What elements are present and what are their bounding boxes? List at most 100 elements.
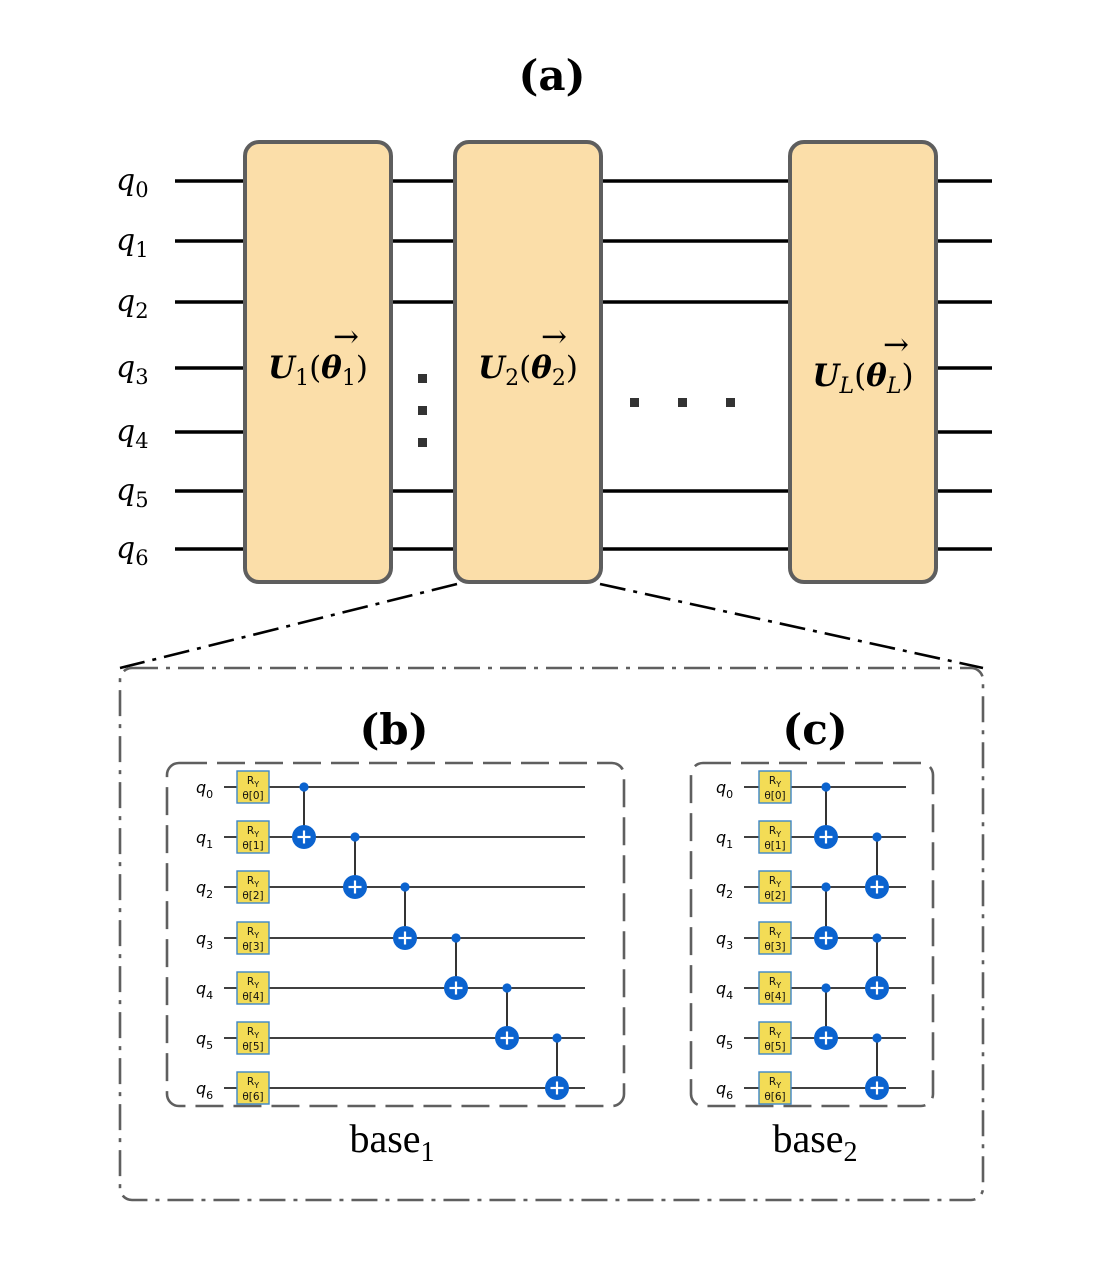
- ry-gate-box: [236, 921, 270, 955]
- ry-gate-param: θ[6]: [764, 1091, 785, 1103]
- unitary-block-L-label: UL(θL): [812, 358, 913, 399]
- ry-gate-name: RY: [247, 1026, 259, 1040]
- panel-c-circuit: q0RYθ[0]q1RYθ[1]q2RYθ[2]q3RYθ[3]q4RYθ[4]…: [716, 770, 906, 1105]
- ry-gate-box: [758, 971, 792, 1005]
- ry-gate-box: [758, 921, 792, 955]
- small-qubit-label-1: q1: [716, 828, 733, 851]
- unitary-block-2: U2(θ2) →: [453, 140, 603, 584]
- cnot-gate-3: [444, 933, 468, 1000]
- vector-arrow-icon: →: [541, 319, 567, 355]
- vector-arrow-icon: →: [883, 327, 909, 363]
- small-qubit-label-3: q3: [196, 929, 213, 952]
- small-qubit-label-3: q3: [716, 929, 733, 952]
- ry-gate-name: RY: [769, 875, 781, 889]
- ry-gate-name: RY: [247, 775, 259, 789]
- cnot-gate-5: [545, 1033, 569, 1100]
- cnot-gate-5: [865, 1033, 889, 1100]
- panel-b-caption: base1: [349, 1116, 434, 1168]
- ry-gate-5: RYθ[5]: [758, 1021, 792, 1055]
- cnot-gate-4: [495, 983, 519, 1050]
- panel-c-frame: [689, 761, 935, 1108]
- small-qubit-label-1: q1: [196, 828, 213, 851]
- cnot-gate-3: [865, 832, 889, 899]
- qubit-label-3: q3: [116, 350, 149, 389]
- ry-gate-name: RY: [769, 926, 781, 940]
- panel-b-title: (b): [359, 705, 428, 754]
- ry-gate-2: RYθ[2]: [236, 870, 270, 904]
- cnot-control-dot: [502, 983, 512, 993]
- ry-gate-param: θ[4]: [242, 991, 263, 1003]
- ry-gate-param: θ[5]: [242, 1041, 263, 1053]
- unitary-block-1: U1(θ1) →: [243, 140, 393, 584]
- qubit-label-4: q4: [116, 414, 149, 453]
- cnot-gate-1: [343, 832, 367, 899]
- ry-gate-6: RYθ[6]: [758, 1071, 792, 1105]
- small-qubit-label-5: q5: [716, 1029, 733, 1052]
- cnot-gate-4: [865, 933, 889, 1000]
- cnot-gate-1: [814, 882, 838, 950]
- vertical-ellipsis: [418, 374, 427, 447]
- small-qubit-label-4: q4: [716, 979, 733, 1002]
- panel-a-title: (a): [519, 51, 586, 100]
- ry-gate-3: RYθ[3]: [236, 921, 270, 955]
- ry-gate-box: [236, 870, 270, 904]
- ry-gate-4: RYθ[4]: [236, 971, 270, 1005]
- small-qubit-label-5: q5: [196, 1029, 213, 1052]
- qubit-label-0: q0: [116, 163, 149, 202]
- cnot-control-dot: [299, 782, 309, 792]
- ry-gate-name: RY: [247, 875, 259, 889]
- qubit-label-2: q2: [116, 284, 149, 323]
- ry-gate-param: θ[5]: [764, 1041, 785, 1053]
- ry-gate-param: θ[6]: [242, 1091, 263, 1103]
- cnot-gate-0: [292, 782, 316, 849]
- ry-gate-box: [236, 1021, 270, 1055]
- cnot-control-dot: [821, 782, 831, 792]
- horizontal-ellipsis: [630, 398, 735, 407]
- cnot-control-dot: [821, 983, 831, 993]
- ry-gate-name: RY: [247, 976, 259, 990]
- small-qubit-label-2: q2: [716, 878, 733, 901]
- ry-gate-box: [236, 1071, 270, 1105]
- ry-gate-box: [758, 870, 792, 904]
- zoom-connector: [119, 582, 984, 670]
- ry-gate-name: RY: [769, 1026, 781, 1040]
- panel-b-frame: [165, 761, 626, 1108]
- cnot-control-dot: [350, 832, 360, 842]
- ry-gate-0: RYθ[0]: [758, 770, 792, 804]
- qubit-label-1: q1: [116, 223, 149, 262]
- small-qubit-label-4: q4: [196, 979, 213, 1002]
- ry-gate-box: [236, 971, 270, 1005]
- cnot-control-dot: [872, 933, 882, 943]
- cnot-control-dot: [872, 832, 882, 842]
- ry-gate-5: RYθ[5]: [236, 1021, 270, 1055]
- ry-gate-box: [758, 1071, 792, 1105]
- small-qubit-label-6: q6: [716, 1079, 733, 1102]
- ry-gate-name: RY: [769, 775, 781, 789]
- cnot-gate-2: [393, 882, 417, 950]
- panel-c-title: (c): [782, 705, 847, 754]
- ry-gate-param: θ[1]: [764, 840, 785, 852]
- qubit-label-5: q5: [116, 473, 149, 512]
- ry-gate-box: [758, 820, 792, 854]
- ry-gate-param: θ[3]: [764, 941, 785, 953]
- small-qubit-label-0: q0: [196, 778, 213, 801]
- ry-gate-param: θ[1]: [242, 840, 263, 852]
- ry-gate-1: RYθ[1]: [236, 820, 270, 854]
- ry-gate-box: [236, 770, 270, 804]
- ry-gate-param: θ[0]: [764, 790, 785, 802]
- cnot-control-dot: [400, 882, 410, 892]
- ry-gate-name: RY: [769, 825, 781, 839]
- ry-gate-3: RYθ[3]: [758, 921, 792, 955]
- ry-gate-param: θ[0]: [242, 790, 263, 802]
- panel-a-wires: [175, 179, 992, 551]
- ry-gate-param: θ[2]: [764, 890, 785, 902]
- cnot-control-dot: [821, 882, 831, 892]
- ry-gate-1: RYθ[1]: [758, 820, 792, 854]
- cnot-gate-2: [814, 983, 838, 1050]
- unitary-block-2-label: U2(θ2): [478, 350, 578, 391]
- cnot-control-dot: [552, 1033, 562, 1043]
- ry-gate-param: θ[4]: [764, 991, 785, 1003]
